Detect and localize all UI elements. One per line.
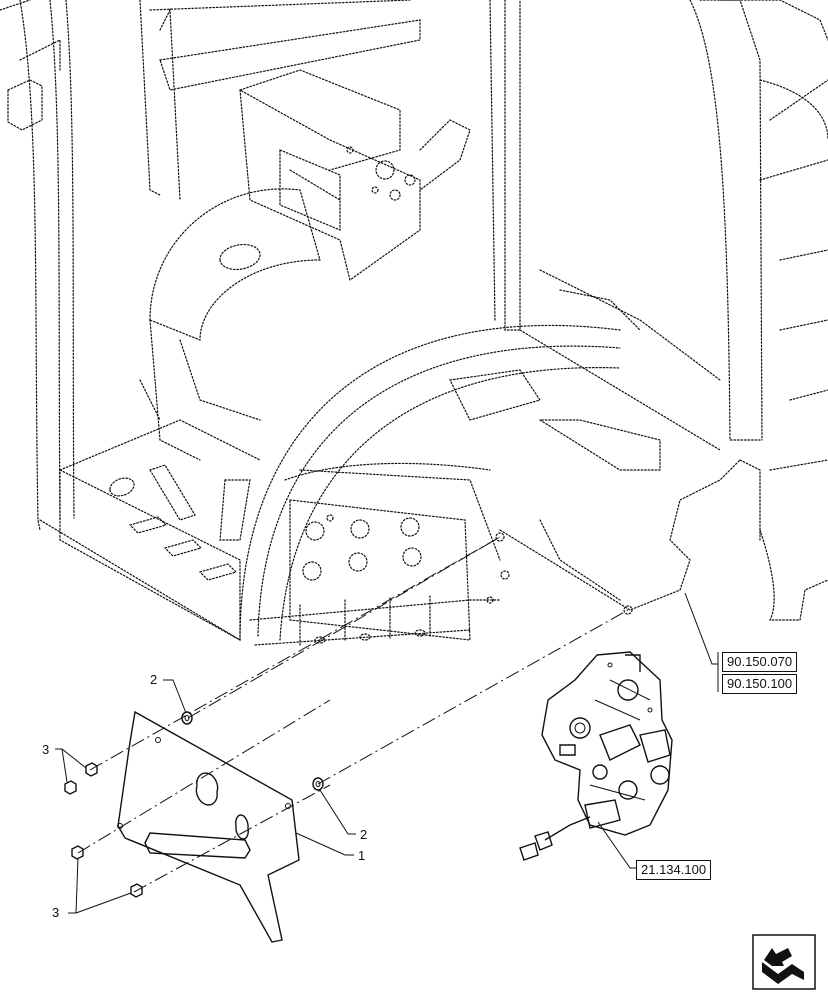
washer-part-2 — [181, 711, 324, 791]
reference-box-21-134-100[interactable]: 21.134.100 — [636, 860, 712, 880]
nut-part-3 — [64, 762, 143, 898]
cab-frame — [0, 0, 828, 646]
reference-box-90-150-070[interactable]: 90.150.070 — [722, 652, 798, 672]
callout-leaders: 2 3 2 1 3 — [42, 592, 719, 920]
callout-part-2-bottom: 2 — [360, 827, 367, 842]
callout-part-2-top: 2 — [150, 672, 157, 687]
callout-part-3-bottom: 3 — [52, 905, 59, 920]
callout-part-3-top: 3 — [42, 742, 49, 757]
callout-part-1: 1 — [358, 848, 365, 863]
cover-plate-part-1 — [117, 710, 300, 943]
valve-assembly — [519, 651, 673, 861]
assembly-centerlines — [77, 536, 629, 893]
next-page-arrow-icon[interactable] — [752, 934, 816, 990]
reference-box-90-150-100[interactable]: 90.150.100 — [722, 674, 798, 694]
